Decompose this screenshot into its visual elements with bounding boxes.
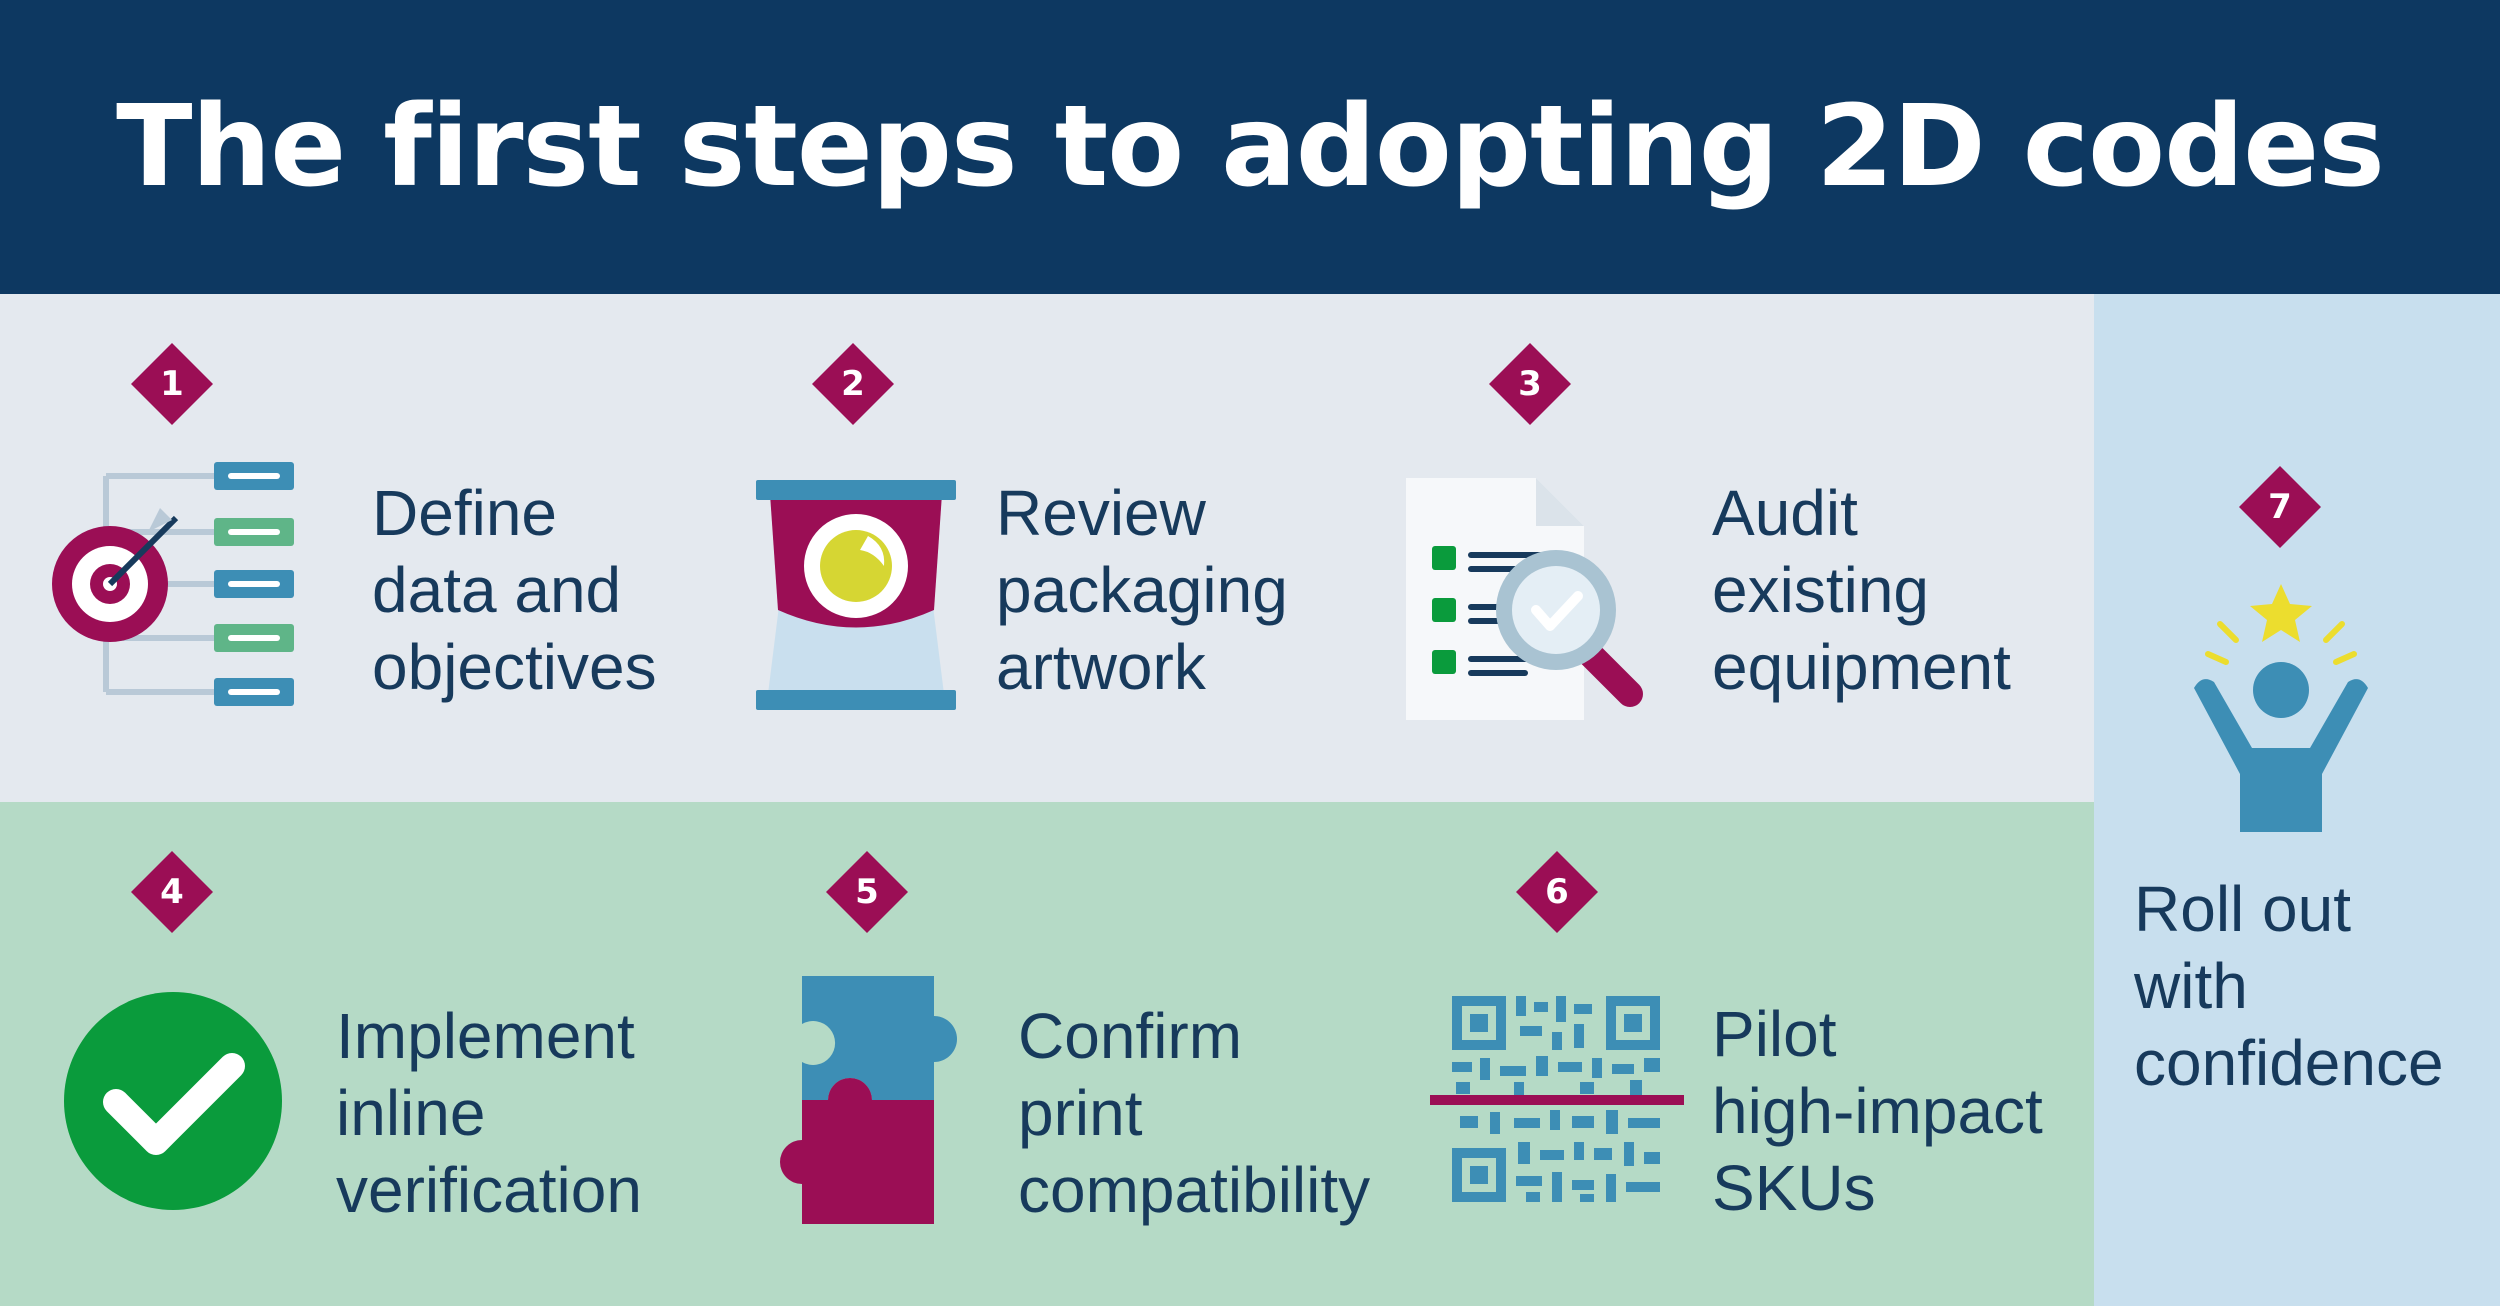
header-banner: The first steps to adopting 2D codes bbox=[0, 0, 2500, 294]
step-label: Audit existing equipment bbox=[1712, 477, 2011, 703]
document-magnifier-icon bbox=[1406, 478, 1643, 720]
bottom-steps-band bbox=[0, 802, 2094, 1306]
step-number: 4 bbox=[160, 872, 184, 912]
target-checklist-icon bbox=[52, 462, 294, 706]
step-label: Review packaging artwork bbox=[996, 477, 1288, 703]
step-number: 2 bbox=[841, 364, 865, 404]
page-title: The first steps to adopting 2D codes bbox=[116, 82, 2385, 212]
step-number: 3 bbox=[1518, 364, 1542, 404]
celebrating-person-icon bbox=[2194, 584, 2368, 832]
top-steps-band bbox=[0, 294, 2094, 802]
step-label: Implement inline verification bbox=[336, 1000, 642, 1226]
snack-package-icon bbox=[756, 480, 956, 710]
step-label: Pilot high-impact SKUs bbox=[1712, 998, 2043, 1224]
step-label: Confirm print compatibility bbox=[1018, 1000, 1371, 1226]
step-number: 6 bbox=[1545, 872, 1569, 912]
step-label: Define data and objectives bbox=[372, 477, 657, 703]
step-number: 5 bbox=[855, 872, 879, 912]
step-number: 1 bbox=[160, 364, 184, 404]
step-label: Roll out with confidence bbox=[2134, 873, 2444, 1099]
checkmark-circle-icon bbox=[64, 992, 282, 1210]
qr-code-scan-icon bbox=[1430, 996, 1684, 1202]
puzzle-pieces-icon bbox=[780, 976, 958, 1224]
step-number: 7 bbox=[2268, 487, 2292, 527]
